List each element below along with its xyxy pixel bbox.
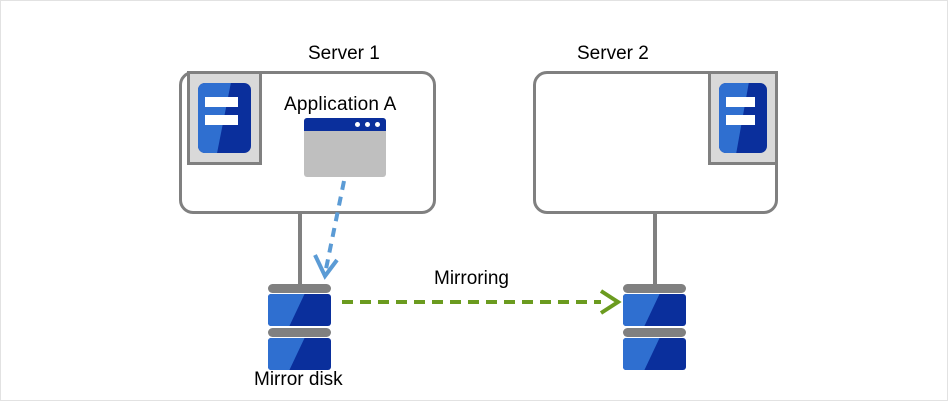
server-machine-slot-2 xyxy=(725,115,756,125)
disk-cap-2 xyxy=(268,328,331,337)
server-machine-slot-1 xyxy=(725,97,756,107)
server-machine-body xyxy=(198,83,251,153)
application-a-label: Application A xyxy=(284,94,397,115)
disk-plate-1 xyxy=(623,294,686,326)
server-machine-slot-1 xyxy=(205,97,239,107)
server-machine-icon xyxy=(187,71,262,165)
disk-cap-2 xyxy=(623,328,686,337)
server1-disk-connector xyxy=(298,213,302,287)
mirroring-arrow-dashed-right xyxy=(342,289,622,315)
server2-disk-connector xyxy=(653,213,657,287)
window-dot-icon-1 xyxy=(355,122,360,127)
application-window-titlebar xyxy=(304,118,386,131)
server1-title: Server 1 xyxy=(308,43,380,64)
window-dot-icon-3 xyxy=(375,122,380,127)
disk-stack-icon-right xyxy=(623,284,686,372)
server-machine-icon xyxy=(708,71,778,165)
mirror-disk-label: Mirror disk xyxy=(254,369,343,390)
server2-title: Server 2 xyxy=(577,43,649,64)
disk-plate-2 xyxy=(623,338,686,370)
disk-plate-1 xyxy=(268,294,331,326)
server-machine-slot-2 xyxy=(205,115,239,125)
disk-stack-icon-left xyxy=(268,284,331,372)
disk-cap-1 xyxy=(623,284,686,293)
disk-plate-2 xyxy=(268,338,331,370)
window-dot-icon-2 xyxy=(365,122,370,127)
mirroring-label: Mirroring xyxy=(434,268,509,289)
disk-cap-1 xyxy=(268,284,331,293)
server-machine-body xyxy=(719,83,767,153)
application-window-icon xyxy=(304,118,386,177)
